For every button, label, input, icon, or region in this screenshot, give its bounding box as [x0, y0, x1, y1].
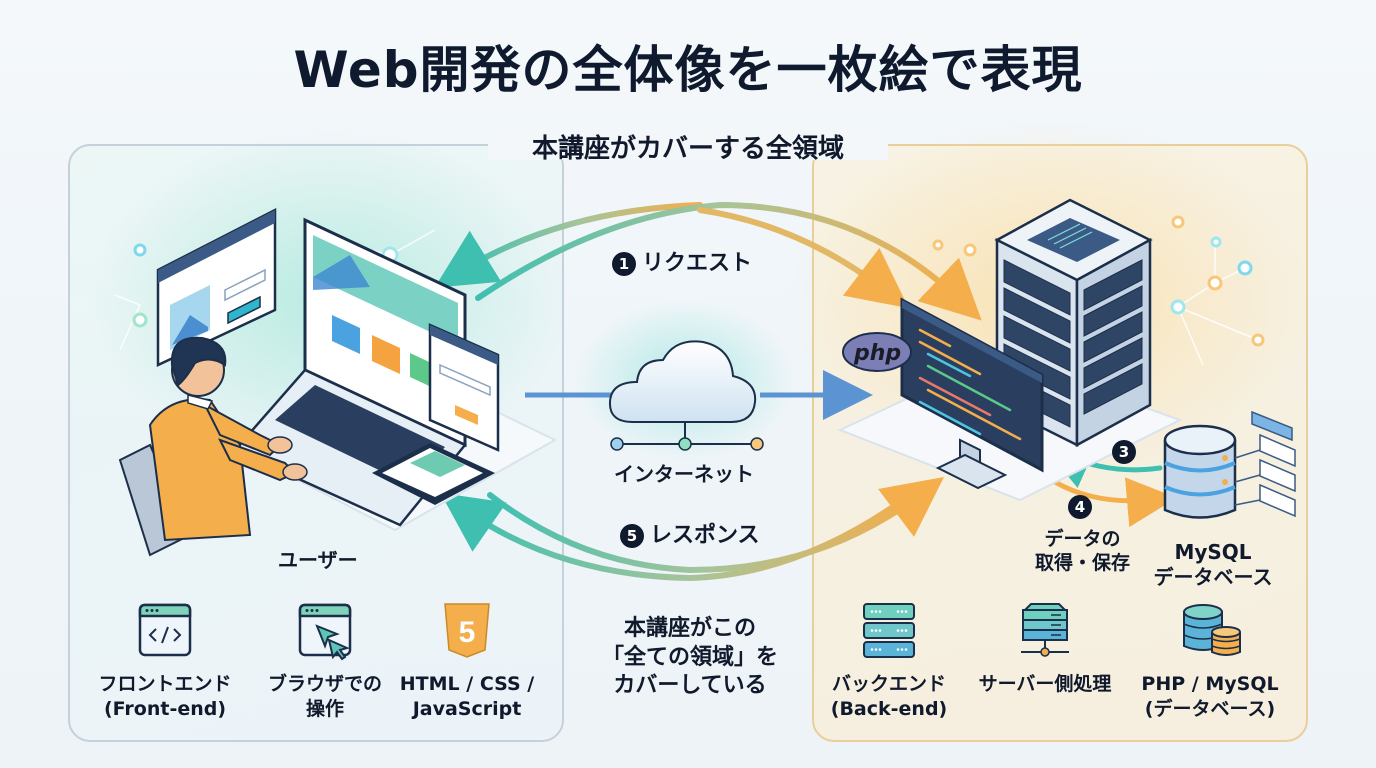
floating-browser-window [156, 207, 277, 367]
php-logo [842, 332, 912, 372]
network-server-icon [1021, 603, 1069, 657]
server-illustration [837, 198, 1296, 519]
user-label: ユーザー [278, 548, 358, 572]
feature-frontend: フロントエンド (Front-end) [90, 602, 240, 721]
feature-html-css-js: 5 HTML / CSS / JavaScript [392, 602, 542, 721]
step-badge-1: 1 [612, 252, 636, 276]
network-node-orange [750, 437, 764, 451]
glow-node [1251, 333, 1265, 347]
glow-node [1207, 275, 1223, 291]
glow-node [963, 243, 977, 257]
data-fetch-save-label: データの 取得・保存 [1035, 528, 1131, 574]
step-badge-5: 5 [620, 524, 644, 548]
page-title: Web開発の全体像を一枚絵で表現 [293, 41, 1083, 99]
step-badge-3: 3 [1112, 440, 1136, 464]
db-arrow-4 [1052, 477, 1177, 528]
network-node-green [678, 437, 692, 451]
request-arc-return [434, 202, 703, 288]
floating-form-window [428, 323, 500, 452]
cloud-network-nodes [610, 437, 764, 451]
feature-browser: ブラウザでの 操作 [250, 602, 400, 721]
html5-badge-text: 5 [459, 616, 476, 649]
feature-backend: バックエンド (Back-end) [814, 602, 964, 721]
browser-cursor-icon [298, 603, 352, 661]
glow-node [932, 239, 944, 251]
tablet [372, 443, 495, 505]
mysql-database-label: MySQL データベース [1153, 540, 1273, 589]
step-badge-4: 4 [1068, 495, 1092, 519]
glow-node [1210, 236, 1222, 248]
mysql-database-icon [1163, 410, 1296, 519]
glow-node [133, 243, 147, 257]
coverage-note: 本講座がこの 「全ての領域」を カバーしている [601, 616, 778, 699]
server-stack-icon [863, 603, 915, 658]
html5-icon: 5 [444, 603, 490, 658]
code-window-icon [138, 603, 192, 657]
feature-server-processing: サーバー側処理 [970, 602, 1120, 697]
database-icon [1183, 604, 1241, 656]
response-arc-inner [487, 477, 945, 574]
subtitle-gap [488, 130, 888, 160]
code-monitor [900, 297, 1044, 490]
internet-label: インターネット [614, 462, 754, 486]
network-node-blue [610, 437, 624, 451]
glow-node [132, 312, 148, 328]
glow-node [1170, 299, 1186, 315]
user-workstation-illustration [118, 207, 558, 557]
cloud-icon [608, 340, 757, 443]
request-arc-inner [697, 207, 909, 309]
php-logo-text: php [854, 341, 902, 366]
glow-node [1171, 215, 1185, 229]
section-subtitle: 本講座がカバーする全領域 [531, 134, 844, 164]
user-person [118, 336, 308, 557]
glow-node [1237, 260, 1253, 276]
feature-php-mysql: PHP / MySQL (データベース) [1135, 602, 1285, 721]
